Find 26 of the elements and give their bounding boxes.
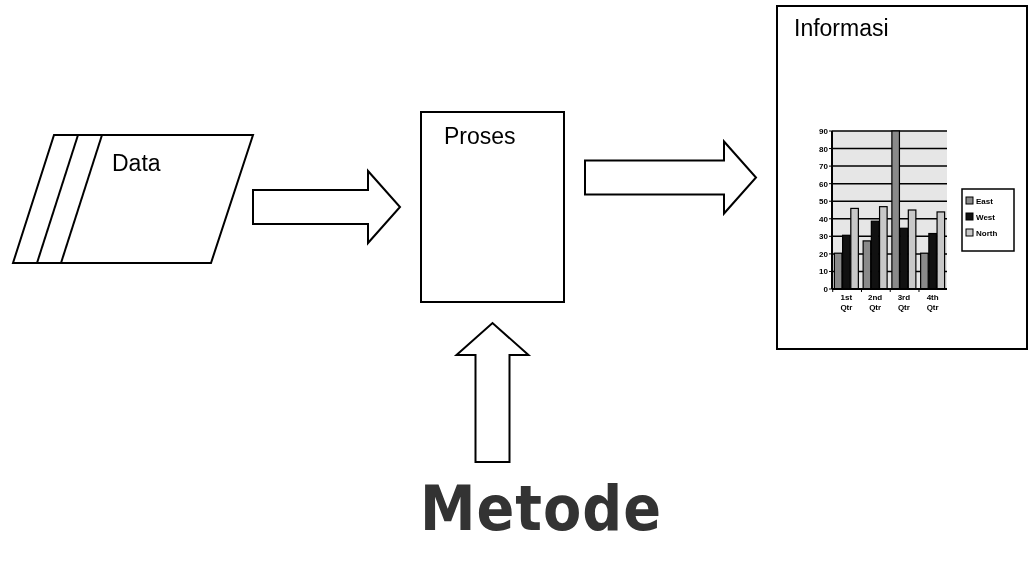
process-box <box>420 111 565 303</box>
method-label: Metode <box>420 478 663 540</box>
legend-label: East <box>976 197 993 206</box>
tick-label: 50 <box>819 197 828 207</box>
category-label: 1st Qtr <box>840 293 853 312</box>
legend-label: West <box>976 213 995 222</box>
block-arrow <box>453 321 532 463</box>
tick-label: 80 <box>819 144 828 154</box>
legend-label: North <box>976 229 998 238</box>
category-label: 4th Qtr <box>926 293 939 312</box>
category-label: 3rd Qtr <box>897 293 911 312</box>
tick-label: 40 <box>819 214 828 224</box>
tick-label: 60 <box>819 179 828 189</box>
category-label: 2nd Qtr <box>868 293 883 312</box>
tick-label: 70 <box>819 162 828 172</box>
block-arrow <box>252 168 402 246</box>
panel-title: Informasi <box>794 15 889 42</box>
tick-label: 0 <box>823 285 828 294</box>
block-arrow <box>584 138 758 217</box>
tick-label: 90 <box>819 127 828 136</box>
tick-label: 20 <box>819 249 828 259</box>
node-label: Proses <box>444 123 516 150</box>
information-panel <box>776 5 1028 350</box>
node-label: Data <box>112 150 161 177</box>
tick-label: 30 <box>819 232 828 242</box>
tick-label: 10 <box>819 267 828 277</box>
